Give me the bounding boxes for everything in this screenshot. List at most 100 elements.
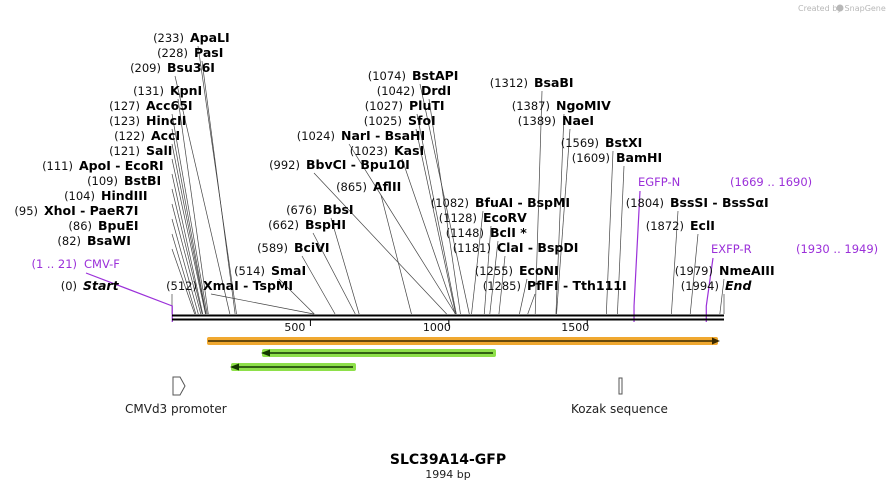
primer-name-egfp-n: EGFP-N <box>638 175 680 189</box>
site-leader-hincii <box>171 128 207 315</box>
primer-name-exfp-r: EXFP-R <box>711 242 752 256</box>
site-name-bsabi: BsaBI <box>534 75 574 90</box>
site-leader-acc65i <box>171 113 208 315</box>
site-position-bcli: (1148) <box>446 226 484 240</box>
site-position-ngomiv: (1387) <box>512 99 550 113</box>
site-name-nmeaiii: NmeAIII <box>719 263 775 278</box>
site-leader-bcivi <box>301 255 336 315</box>
site-name-bfuai-bspmi: BfuAI - BspMI <box>475 195 570 210</box>
site-position-bcivi: (589) <box>257 241 288 255</box>
site-name-smai: SmaI <box>271 263 306 278</box>
site-leader-bsu36i <box>174 75 231 315</box>
site-leader-bstapi <box>419 83 470 315</box>
plasmid-name: SLC39A14-GFP <box>390 452 506 468</box>
site-name-econi: EcoNI <box>519 263 559 278</box>
site-leader-acci <box>171 143 207 315</box>
snapgene-logo-icon <box>836 4 844 12</box>
site-name-pluti: PluTI <box>409 98 445 113</box>
site-leader-bstbi <box>171 188 203 315</box>
primer-range-exfp-r: (1930 .. 1949) <box>796 242 878 256</box>
site-name-pasi: PasI <box>194 45 223 60</box>
site-name-bsssi-bsss-i: BssSI - BssSαI <box>670 195 769 210</box>
site-name-bsu36i: Bsu36I <box>167 60 215 75</box>
site-leader-apoi-ecori <box>171 173 204 315</box>
site-position-kasi: (1023) <box>350 144 388 158</box>
ruler-label-500: 500 <box>284 321 305 334</box>
site-position-apoi-ecori: (111) <box>42 159 73 173</box>
site-name-ecorv: EcoRV <box>483 210 527 225</box>
site-leader-bstxi <box>605 150 614 315</box>
site-leader-lines <box>85 45 725 322</box>
site-labels: (233)ApaLI(228)PasI(209)Bsu36I(131)KpnI(… <box>14 30 878 293</box>
site-name-pflfi-tth111i: PflFI - Tth111I <box>527 278 627 293</box>
site-leader-aflii <box>380 194 412 315</box>
site-position-hindiii: (104) <box>64 189 95 203</box>
site-position-apali: (233) <box>153 31 184 45</box>
site-name-nari-bsahi: NarI - BsaHI <box>341 128 425 143</box>
site-leader-pflfi-tth111i <box>527 293 536 315</box>
site-position-pflfi-tth111i: (1285) <box>483 279 521 293</box>
site-leader-bsphi <box>312 232 356 315</box>
plasmid-length: 1994 bp <box>425 468 470 481</box>
site-leader-pluti <box>416 113 457 315</box>
site-name-start: Start <box>83 278 120 293</box>
site-name-ngomiv: NgoMIV <box>556 98 611 113</box>
site-position-econi: (1255) <box>475 264 513 278</box>
site-leader-bsawi <box>171 248 196 315</box>
site-position-aflii: (865) <box>336 180 367 194</box>
site-position-bsawi: (82) <box>57 234 81 248</box>
site-leader-xmai-tspmi <box>210 293 314 315</box>
dna-backbone <box>172 314 724 321</box>
site-leader-nmeaiii <box>719 278 725 315</box>
site-position-hincii: (123) <box>109 114 140 128</box>
site-leader-naei <box>556 128 571 315</box>
primer-range-egfp-n: (1669 .. 1690) <box>730 175 812 189</box>
site-name-apali: ApaLI <box>190 30 230 45</box>
primer-marker-cmv-f <box>85 272 173 322</box>
site-leader-bamhi <box>617 165 625 315</box>
site-leader-bfuai-bspmi <box>471 210 484 315</box>
kozak-sequence-label: Kozak sequence <box>571 402 668 416</box>
site-name-bpuei: BpuEI <box>98 218 139 233</box>
site-name-xhoi-paer7i: XhoI - PaeR7I <box>44 203 138 218</box>
site-leader-kasi <box>401 158 456 315</box>
site-position-bstapi: (1074) <box>368 69 406 83</box>
orf-green-arrow-1 <box>261 349 496 357</box>
site-position-sali: (121) <box>109 144 140 158</box>
site-position-end: (1994) <box>681 279 719 293</box>
site-position-start: (0) <box>61 279 77 293</box>
site-position-bpuei: (86) <box>68 219 92 233</box>
site-name-sali: SalI <box>146 143 172 158</box>
site-name-end: End <box>725 278 752 293</box>
cmvd3-promoter-label: CMVd3 promoter <box>125 402 227 416</box>
site-name-hindiii: HindIII <box>101 188 148 203</box>
site-leader-hindiii <box>171 203 202 315</box>
site-leader-sfoi <box>415 128 457 315</box>
site-leader-drdi <box>428 98 461 315</box>
site-name-bamhi: BamHI <box>616 150 662 165</box>
site-leader-bsabi <box>534 90 543 315</box>
site-position-xmai-tspmi: (512) <box>166 279 197 293</box>
site-name-aflii: AflII <box>373 179 401 194</box>
site-leader-pasi <box>201 60 236 315</box>
site-name-bstxi: BstXI <box>605 135 642 150</box>
site-position-pluti: (1027) <box>365 99 403 113</box>
site-position-smai: (514) <box>234 264 265 278</box>
site-leader-bcli <box>489 240 499 315</box>
site-leader-econi <box>519 278 528 315</box>
primer-marker-egfp-n <box>633 190 641 322</box>
site-position-bstxi: (1569) <box>561 136 599 150</box>
site-leader-bbvci-bpu10i <box>313 172 447 315</box>
site-name-drdi: DrdI <box>421 83 451 98</box>
site-position-nari-bsahi: (1024) <box>297 129 335 143</box>
site-name-ecli: EclI <box>690 218 715 233</box>
site-position-sfoi: (1025) <box>364 114 402 128</box>
site-name-kasi: KasI <box>394 143 424 158</box>
site-position-acci: (122) <box>114 129 145 143</box>
site-position-bsphi: (662) <box>268 218 299 232</box>
site-leader-nari-bsahi <box>348 143 456 315</box>
site-leader-ecli <box>689 233 699 315</box>
site-name-bsphi: BspHI <box>305 217 346 232</box>
site-name-acci: AccI <box>151 128 180 143</box>
primer-range-cmv-f: (1 .. 21) <box>31 257 77 271</box>
